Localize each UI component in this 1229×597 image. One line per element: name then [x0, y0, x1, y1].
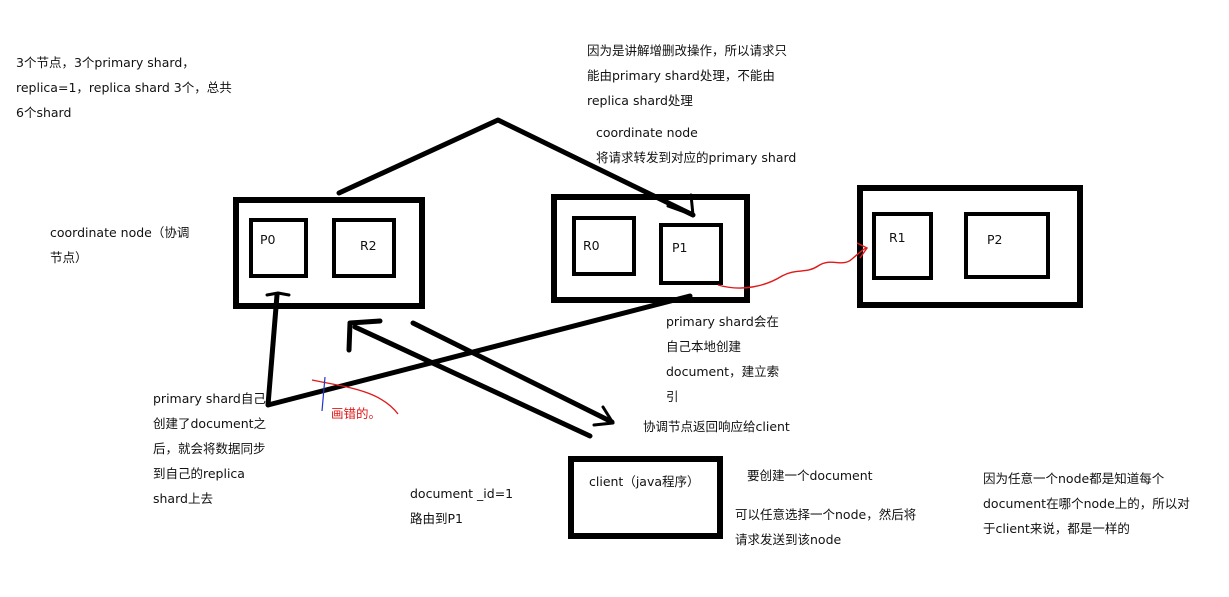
- cross-out-mark: [311, 376, 399, 415]
- shard-p1: [659, 223, 723, 285]
- node-3: R1 P2: [857, 185, 1083, 308]
- drawn-wrong-note: 画错的。: [331, 406, 382, 421]
- shard-p0: [249, 218, 308, 278]
- cross-out-blue: [321, 376, 326, 412]
- shard-r0: [572, 216, 636, 276]
- forward-arrow: [336, 117, 696, 218]
- forward-arrow-head: [666, 193, 695, 217]
- shard-r2-label: R2: [360, 238, 377, 253]
- primary-creates-note: primary shard会在 自己本地创建 document，建立索 引: [666, 314, 780, 404]
- response-arrow: [410, 320, 615, 427]
- cross-out-red: [311, 379, 399, 415]
- shard-r1: [872, 212, 933, 280]
- node-1: P0 R2: [233, 197, 425, 309]
- client-request-arrow: [346, 318, 593, 439]
- shard-r1-label: R1: [889, 230, 906, 245]
- replica-sync-line: [717, 247, 867, 289]
- forward-note: coordinate node 将请求转发到对应的primary shard: [596, 125, 797, 165]
- shard-p0-label: P0: [260, 232, 276, 247]
- replica-sync-curve: [717, 242, 869, 289]
- any-node-reason-note: 因为任意一个node都是知道每个 document在哪个node上的，所以对 于…: [983, 471, 1190, 536]
- node-3-box: [857, 185, 1083, 308]
- cluster-info-note: 3个节点，3个primary shard， replica=1，replica …: [16, 55, 232, 120]
- shard-p2-label: P2: [987, 232, 1003, 247]
- node-2: R0 P1: [551, 194, 750, 303]
- coordinate-node-label: coordinate node（协调 节点）: [50, 225, 190, 265]
- create-doc-note: 要创建一个document: [747, 468, 873, 483]
- client-node: client（java程序）: [568, 456, 723, 539]
- shard-p2: [964, 212, 1050, 279]
- coord-returns-note: 协调节点返回响应给client: [643, 419, 790, 434]
- wrong-sync-head: [265, 291, 291, 297]
- node-1-box: [233, 197, 425, 309]
- shard-r2: [332, 218, 396, 278]
- client-box-label: client（java程序）: [589, 474, 700, 489]
- wrong-sync-arrow: [265, 291, 693, 408]
- response-line: [410, 320, 615, 425]
- shard-r0-label: R0: [583, 238, 600, 253]
- any-node-note: 可以任意选择一个node，然后将 请求发送到该node: [735, 507, 917, 547]
- client-request-head: [346, 318, 383, 353]
- primary-sync-note: primary shard自己 创建了document之 后，就会将数据同步 到…: [153, 391, 267, 506]
- client-box: [568, 456, 723, 539]
- routing-note: document _id=1 路由到P1: [410, 486, 514, 526]
- wrong-sync-line: [265, 292, 693, 408]
- response-head: [592, 405, 615, 427]
- write-reason-note: 因为是讲解增删改操作，所以请求只 能由primary shard处理，不能由 r…: [587, 43, 788, 108]
- replica-sync-head: [856, 242, 869, 259]
- forward-arrow-line: [336, 117, 696, 218]
- shard-p1-label: P1: [672, 240, 688, 255]
- client-request-line: [352, 324, 593, 439]
